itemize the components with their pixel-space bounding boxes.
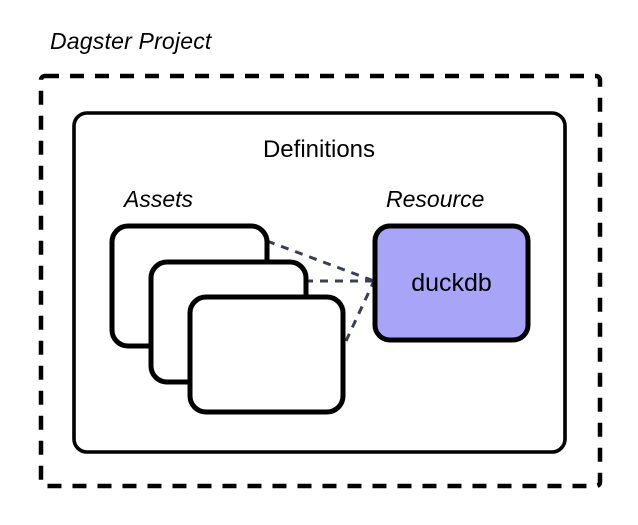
connector-asset-3 bbox=[344, 280, 376, 342]
dagster-project-title: Dagster Project bbox=[50, 28, 212, 54]
resource-label: Resource bbox=[386, 186, 485, 212]
dagster-project-boundary bbox=[38, 73, 603, 489]
duckdb-resource-node[interactable] bbox=[372, 223, 531, 343]
asset-to-resource-connectors bbox=[266, 239, 376, 342]
asset-card-front[interactable] bbox=[187, 294, 346, 415]
definitions-label: Definitions bbox=[262, 136, 376, 163]
duckdb-node-label: duckdb bbox=[411, 268, 492, 297]
assets-label: Assets bbox=[124, 186, 194, 212]
connector-asset-1 bbox=[266, 239, 375, 283]
